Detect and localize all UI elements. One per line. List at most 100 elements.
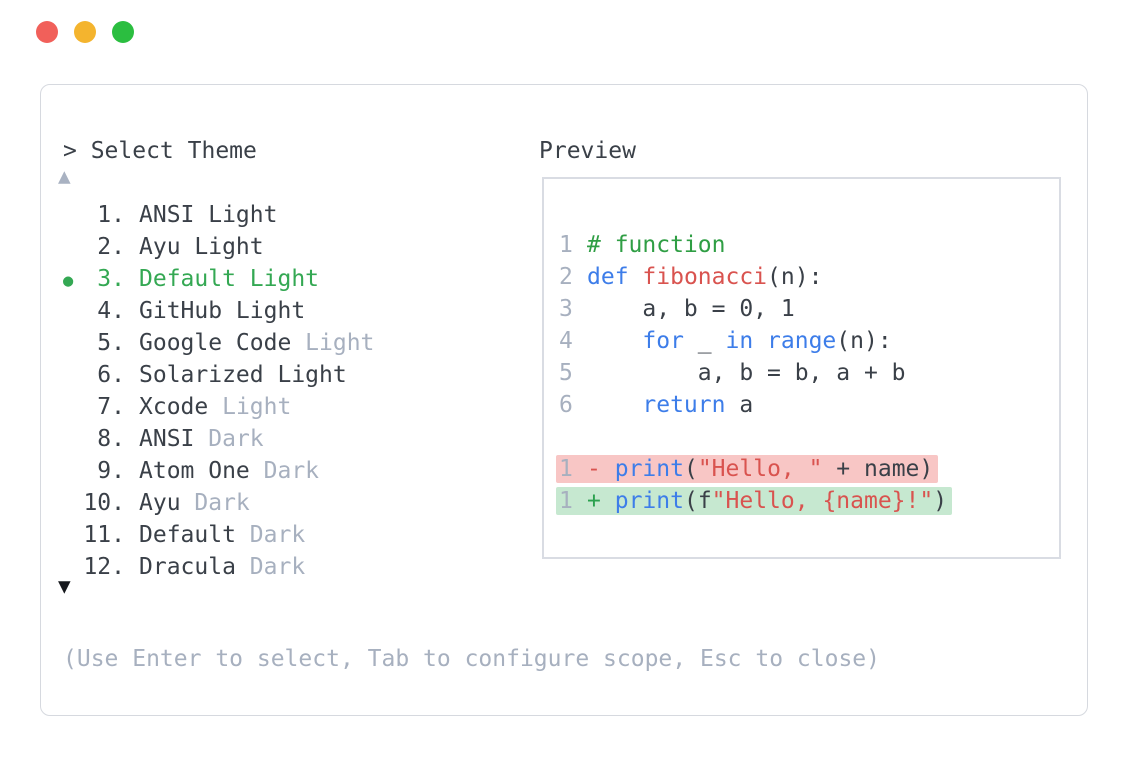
- diff-removed-line: 1- print("Hello, " + name): [556, 453, 1059, 485]
- theme-variant-dimmed: Light: [222, 394, 292, 420]
- code-line: 5 a, b = b, a + b: [559, 357, 1059, 389]
- code-token: +: [587, 488, 601, 514]
- code-token: -: [587, 456, 601, 482]
- code-token: a, b = 0, 1: [587, 296, 795, 322]
- code-token: (n):: [836, 328, 892, 354]
- theme-name: ANSI: [139, 426, 209, 452]
- theme-number: 7.: [97, 394, 125, 420]
- theme-list-item[interactable]: 11. Default Dark: [63, 519, 374, 551]
- code-token: a: [725, 392, 754, 418]
- line-number: 6: [559, 392, 573, 418]
- theme-name: Default Light: [139, 266, 320, 292]
- code-token: (f: [683, 488, 712, 514]
- code-token: print: [614, 456, 684, 482]
- theme-name: Ayu Light: [139, 234, 264, 260]
- preview-title: Preview: [539, 138, 636, 164]
- line-number: 1: [559, 488, 573, 514]
- maximize-button[interactable]: [112, 21, 134, 43]
- code-token: # function: [587, 232, 726, 258]
- theme-name: GitHub Light: [139, 298, 306, 324]
- code-token: [601, 488, 615, 514]
- theme-name: Dracula: [139, 554, 250, 580]
- line-number: 1: [559, 456, 573, 482]
- code-token: def: [587, 264, 629, 290]
- theme-picker-panel: > Select Theme ▲ 1.ANSI Light 2. Ayu Light…: [40, 84, 1088, 716]
- diff-highlight: 1 + print(f"Hello, {name}!"): [556, 487, 953, 515]
- code-token: a, b = b, a + b: [587, 360, 906, 386]
- code-token: [753, 328, 767, 354]
- code-line: 2 def fibonacci(n):: [559, 261, 1059, 293]
- theme-variant-dimmed: Dark: [194, 490, 250, 516]
- code-token: for: [642, 328, 684, 354]
- theme-list-item[interactable]: 5. Google Code Light: [63, 327, 374, 359]
- theme-name: ANSI Light: [139, 202, 278, 228]
- theme-list-item[interactable]: 12. Dracula Dark: [63, 551, 374, 583]
- line-number: 4: [559, 328, 573, 354]
- code-token: "Hello, ": [697, 456, 823, 482]
- theme-number: 4.: [97, 298, 125, 324]
- line-number: 5: [559, 360, 573, 386]
- theme-number: 6.: [97, 362, 125, 388]
- code-line: 3 a, b = 0, 1: [559, 293, 1059, 325]
- line-number: 2: [559, 264, 573, 290]
- theme-number: 2.: [97, 234, 125, 260]
- theme-name: Atom One: [139, 458, 264, 484]
- select-theme-prompt: > Select Theme: [63, 138, 257, 164]
- theme-name: Default: [139, 522, 250, 548]
- theme-name: Google Code: [139, 330, 306, 356]
- code-token: [601, 456, 615, 482]
- theme-number: 5.: [97, 330, 125, 356]
- theme-list-item[interactable]: ● 3. Default Light: [63, 263, 374, 295]
- theme-name: Ayu: [139, 490, 195, 516]
- code-token: return: [642, 392, 726, 418]
- scroll-up-indicator-icon[interactable]: ▲: [58, 164, 71, 188]
- theme-number: 11.: [83, 522, 125, 548]
- code-token: fibonacci: [642, 264, 768, 290]
- code-token: print: [614, 488, 684, 514]
- theme-variant-dimmed: Dark: [263, 458, 320, 484]
- theme-list-item[interactable]: 2. Ayu Light: [63, 231, 374, 263]
- theme-number: 8.: [97, 426, 125, 452]
- code-token: [629, 264, 643, 290]
- diff-highlight: 1- print("Hello, " + name): [556, 455, 939, 483]
- theme-variant-dimmed: Dark: [249, 522, 306, 548]
- theme-list-item[interactable]: 4. GitHub Light: [63, 295, 374, 327]
- usage-hint: (Use Enter to select, Tab to configure s…: [63, 646, 880, 672]
- theme-variant-dimmed: Dark: [249, 554, 306, 580]
- code-line: [559, 421, 1059, 453]
- theme-number: 10.: [83, 490, 125, 516]
- code-line: 4 for _ in range(n):: [559, 325, 1059, 357]
- theme-variant-dimmed: Dark: [208, 426, 264, 452]
- code-line: 6 return a: [559, 389, 1059, 421]
- close-button[interactable]: [36, 21, 58, 43]
- code-line: 1 # function: [559, 229, 1059, 261]
- code-token: "Hello, {name}!": [711, 488, 934, 514]
- line-number: 1: [559, 232, 573, 258]
- code-token: + name): [822, 456, 934, 482]
- code-token: (n):: [767, 264, 823, 290]
- code-token: ): [933, 488, 948, 514]
- theme-name: Xcode: [139, 394, 223, 420]
- code-token: [587, 392, 642, 418]
- code-token: (: [683, 456, 698, 482]
- minimize-button[interactable]: [74, 21, 96, 43]
- diff-added-line: 1 + print(f"Hello, {name}!"): [556, 485, 1059, 517]
- code-token: in: [725, 328, 754, 354]
- theme-number: 12.: [83, 554, 125, 580]
- theme-variant-dimmed: Light: [305, 330, 375, 356]
- theme-name: Solarized Light: [139, 362, 347, 388]
- scroll-down-indicator-icon[interactable]: ▼: [58, 574, 71, 598]
- theme-list-item[interactable]: 1.ANSI Light: [63, 199, 374, 231]
- theme-number: 3.: [97, 266, 125, 292]
- theme-list-item[interactable]: 10. Ayu Dark: [63, 487, 374, 519]
- window-controls: [36, 21, 134, 43]
- theme-number: 9.: [97, 458, 125, 484]
- theme-list-item[interactable]: 7. Xcode Light: [63, 391, 374, 423]
- selected-bullet-icon: ●: [63, 271, 74, 291]
- theme-list-item[interactable]: 9. Atom One Dark: [63, 455, 374, 487]
- theme-list-item[interactable]: 6. Solarized Light: [63, 359, 374, 391]
- theme-list: 1.ANSI Light 2. Ayu Light ● 3. Default Light 4…: [63, 199, 374, 583]
- theme-list-item[interactable]: 8. ANSI Dark: [63, 423, 374, 455]
